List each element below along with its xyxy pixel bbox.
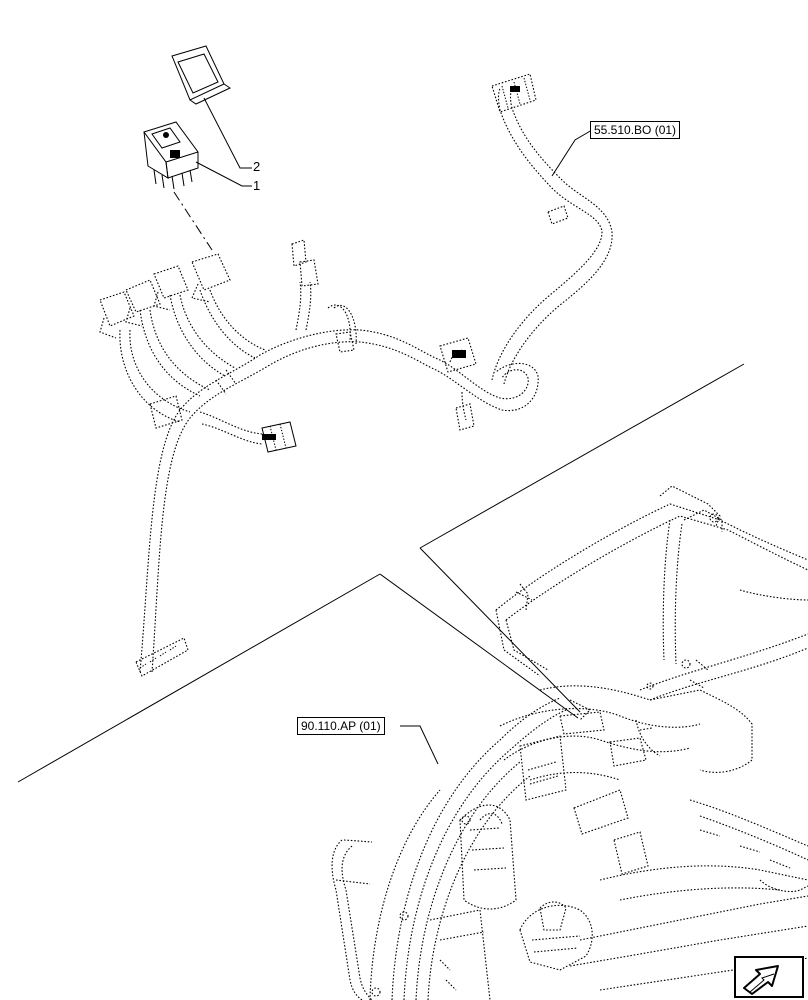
callout-item-1: 1 [253, 178, 261, 193]
cab-assembly [331, 485, 808, 1000]
cab-ref-leader [400, 725, 439, 765]
wiring-harness [99, 73, 613, 677]
cover-plate-part [171, 45, 232, 105]
harness-reference-label[interactable]: 55.510.BO (01) [590, 121, 681, 139]
view-pointer-lines [379, 547, 581, 719]
rocker-switch-part [143, 121, 199, 190]
callout-2-leader [203, 97, 252, 169]
previous-page-arrow-icon[interactable] [734, 956, 804, 998]
alignment-line [173, 191, 213, 251]
harness-ref-leader [551, 129, 593, 177]
view-separator-upper [419, 363, 745, 549]
cab-reference-label[interactable]: 90.110.AP (01) [297, 717, 385, 735]
callout-1-leader [195, 161, 252, 187]
view-separator-lower [17, 573, 381, 783]
callout-item-2: 2 [253, 159, 261, 174]
